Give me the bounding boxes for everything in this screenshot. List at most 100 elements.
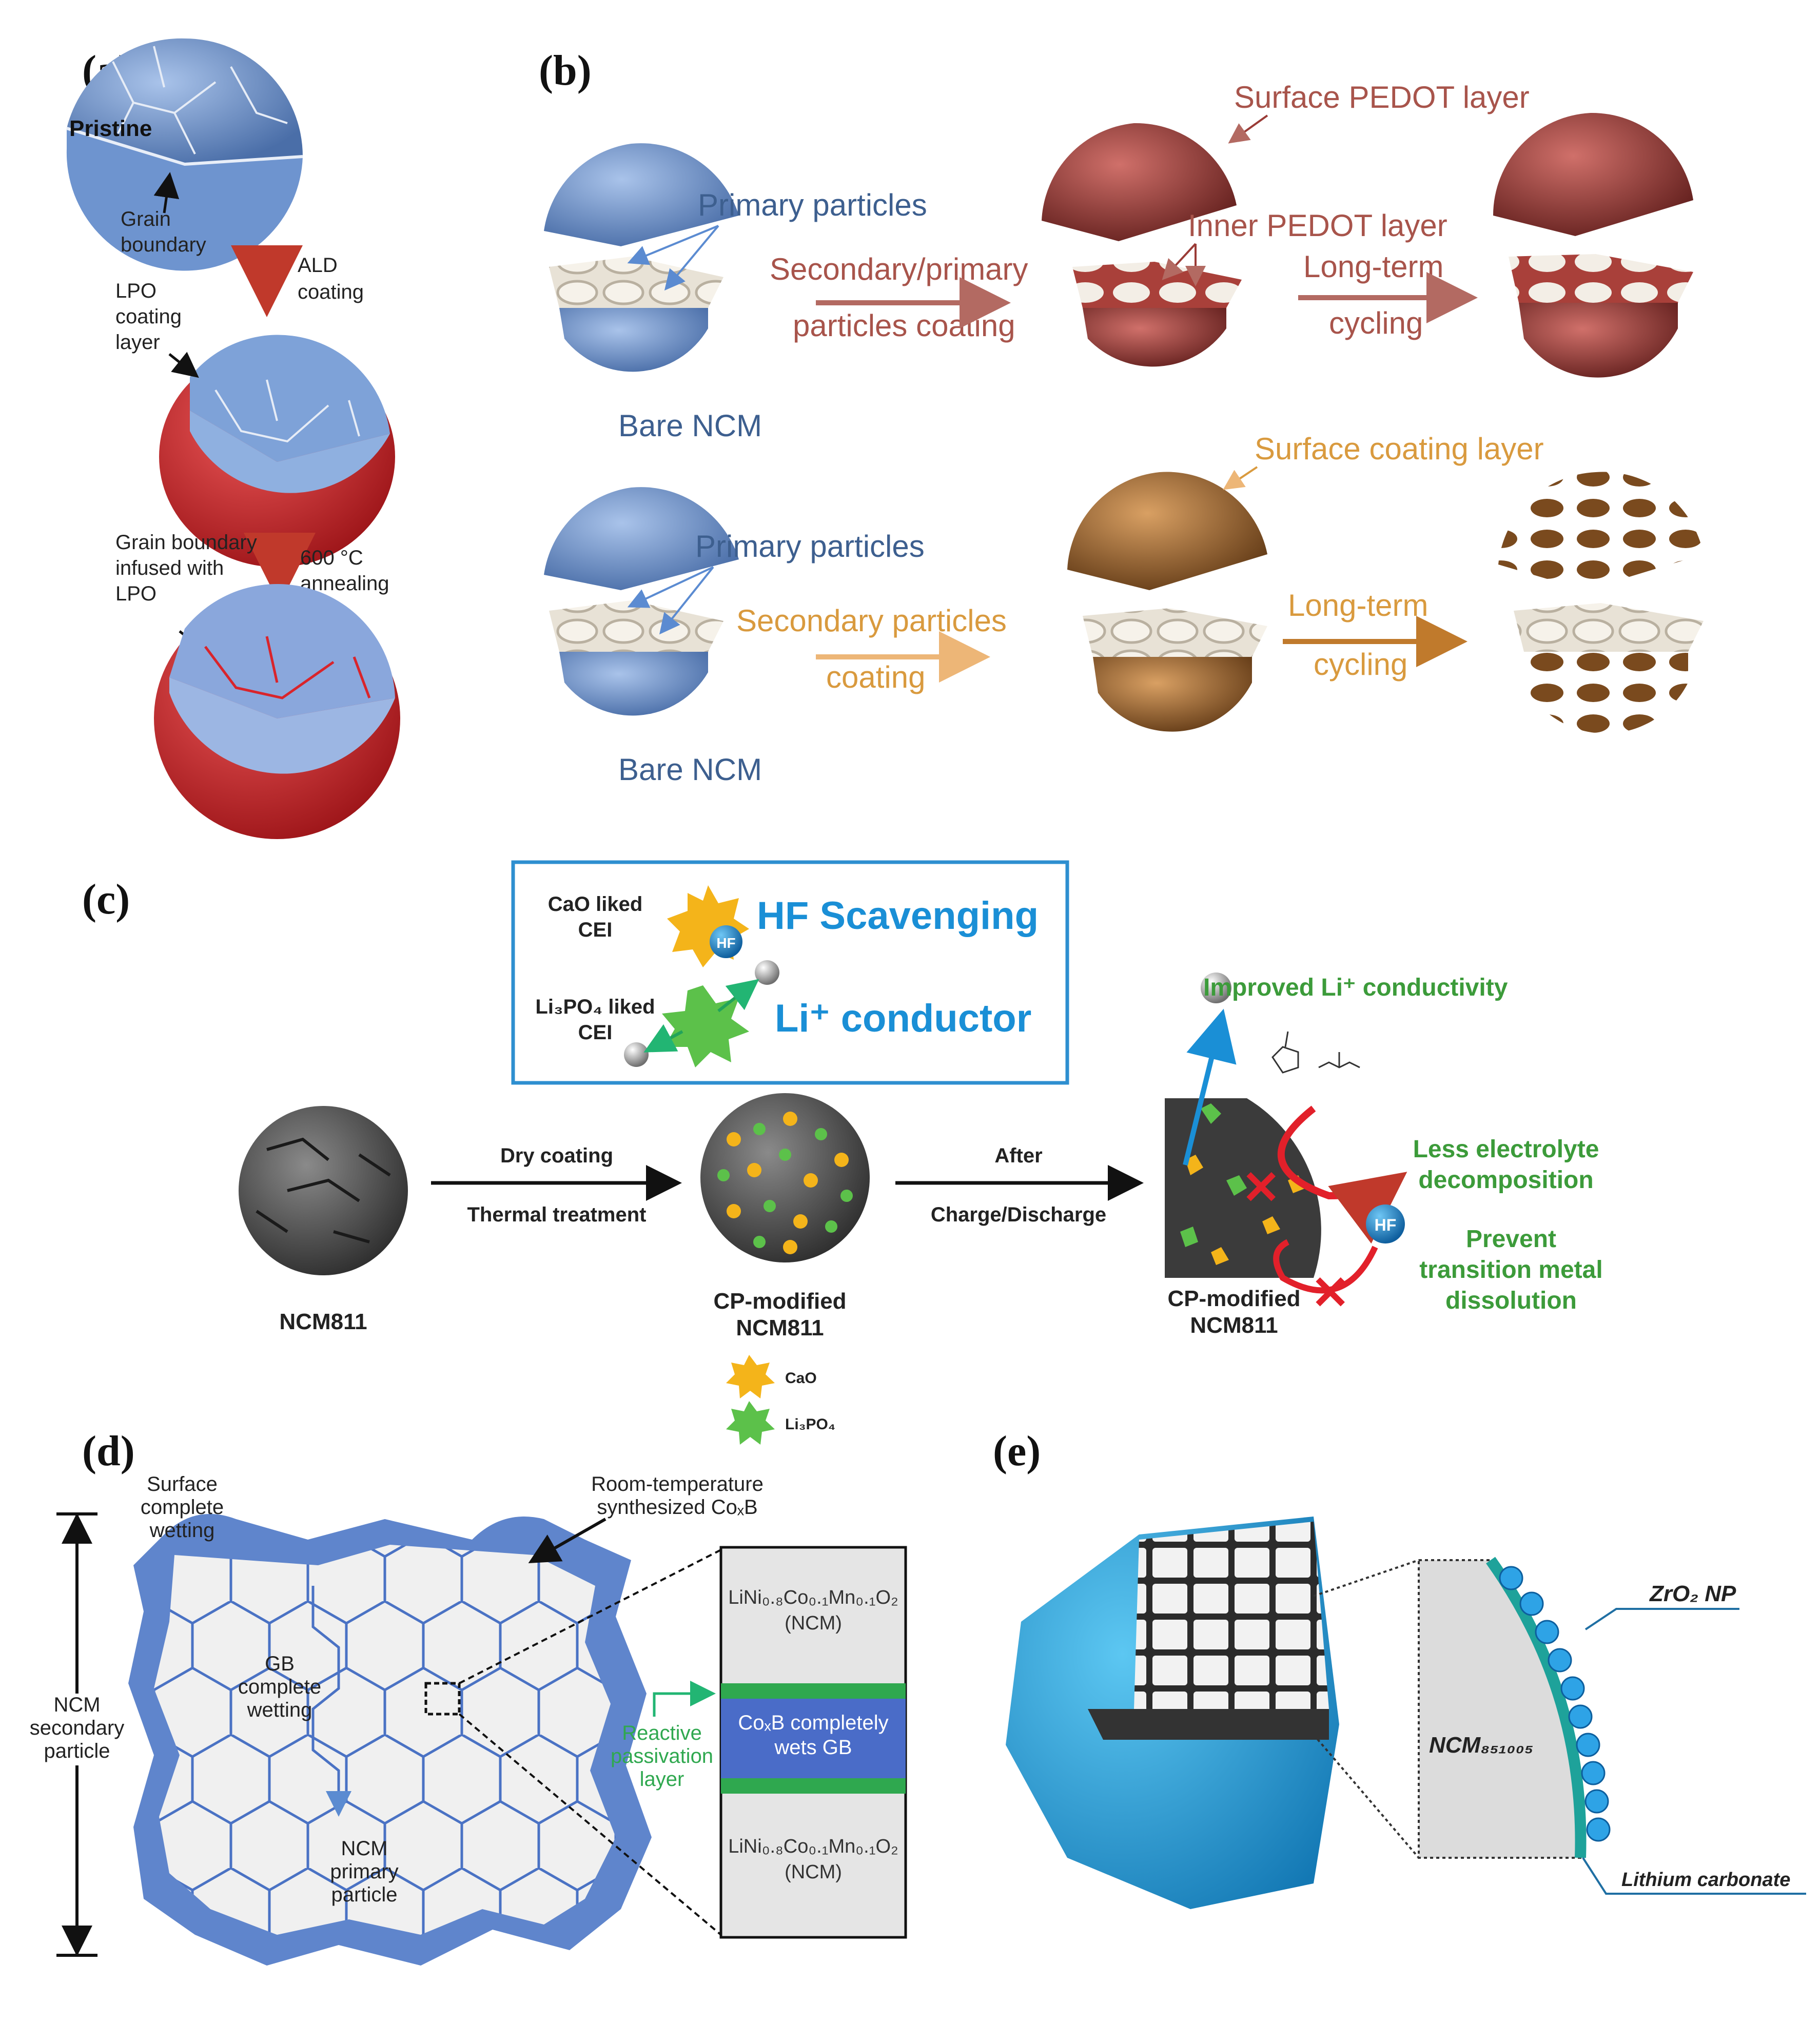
svg-text:CP-modified: CP-modified [713, 1289, 846, 1314]
svg-text:particle: particle [44, 1740, 110, 1762]
decomposition-arc [1277, 1105, 1407, 1244]
li-carbonate-layer [1486, 1557, 1587, 1858]
legend-cao-label: CaO [785, 1370, 817, 1387]
li-arrow-out [717, 979, 759, 1013]
svg-text:CaO liked: CaO liked [548, 893, 643, 916]
dry-coating-label: Dry coating [500, 1144, 613, 1167]
svg-text:infused with: infused with [115, 557, 224, 579]
cao-cei-label: CaO liked CEI [548, 893, 643, 941]
svg-text:complete: complete [141, 1496, 224, 1519]
gb-wetting-label: GB complete wetting [238, 1653, 321, 1721]
li-conductivity-arrow [1183, 1008, 1237, 1166]
ncm811-label: NCM811 [279, 1309, 367, 1334]
svg-text:Less electrolyte: Less electrolyte [1413, 1136, 1599, 1163]
ncm-abbr-bottom: (NCM) [785, 1861, 842, 1883]
hf-attack-arc [1273, 1239, 1378, 1294]
prevent-tm-label: Prevent transition metal dissolution [1419, 1226, 1602, 1314]
sphere-cutaway [1134, 1522, 1329, 1709]
surface-pedot-label: Surface PEDOT layer [1234, 80, 1530, 114]
svg-text:NCM811: NCM811 [1190, 1313, 1278, 1338]
svg-text:NCM811: NCM811 [736, 1315, 824, 1340]
cp-modified-particle [700, 1093, 870, 1262]
li-ball-icon-2 [624, 1042, 649, 1067]
thermal-treatment-label: Thermal treatment [467, 1203, 647, 1226]
coxb-wets-line2: wets GB [774, 1736, 852, 1759]
legend-cao-icon [726, 1355, 775, 1398]
svg-text:Surface: Surface [147, 1473, 218, 1495]
cp-particle-dots [717, 1112, 853, 1254]
svg-text:CP-modified: CP-modified [1167, 1286, 1300, 1311]
electrolyte-molecules [1271, 1031, 1360, 1074]
bare-ncm-label-bottom: Bare NCM [618, 752, 762, 787]
svg-text:600 °C: 600 °C [300, 547, 363, 569]
svg-text:Primary particles: Primary particles [698, 188, 927, 222]
panel-e: (e) NCM₈₅₁₀₀₅ ZrO₂ NP Lithium carbonate [993, 1427, 1806, 1909]
li-conductor-label: Li⁺ conductor [775, 997, 1031, 1040]
lpo-layer-pointer [168, 352, 199, 378]
less-decomp-label: Less electrolyte decomposition [1413, 1136, 1599, 1194]
improved-li-label: Improved Li⁺ conductivity [1203, 974, 1508, 1001]
pristine-sphere [66, 38, 303, 271]
blocked-mark-1: ✕ [1242, 1162, 1280, 1214]
svg-text:Secondary/primary: Secondary/primary [770, 252, 1028, 286]
hex-grid [154, 1545, 616, 1935]
svg-text:layer: layer [640, 1768, 684, 1791]
primary-pointer-top-2 [664, 225, 719, 291]
svg-text:NCM: NCM [53, 1694, 100, 1716]
zoom-line-top [459, 1549, 721, 1684]
svg-text:coating: coating [826, 660, 925, 694]
panel-b-label: (b) [539, 47, 592, 94]
cp-section-dots [1180, 1103, 1306, 1265]
primary-particles-label-bottom: Primary particles [695, 529, 925, 563]
primary-pointer-bottom-1 [627, 566, 714, 608]
li3po4-cei-label: Li₃PO₄ liked CEI [535, 996, 655, 1044]
cei-legend-box [511, 860, 1069, 1085]
li-ball-icon-1 [755, 960, 779, 985]
surface-coating-pointer [1223, 466, 1258, 490]
svg-text:complete: complete [238, 1676, 321, 1698]
long-term-label-top: Long-term cycling [1303, 249, 1443, 340]
svg-text:GB: GB [265, 1653, 295, 1675]
li-carbonate-label: Lithium carbonate [1621, 1869, 1790, 1891]
sec-coating-label: Secondary particles coating [736, 604, 1007, 694]
zoom-line-e-top [1313, 1559, 1419, 1597]
surface-coating-label: Surface coating layer [1255, 432, 1544, 466]
svg-text:primary: primary [330, 1860, 398, 1883]
svg-text:CEI: CEI [578, 1021, 613, 1044]
hf-ball-label-2: HF [1375, 1216, 1397, 1234]
primary-pointer-bottom-2 [659, 566, 714, 635]
ncm-secondary-label: NCM secondary particle [30, 1694, 124, 1765]
hf-scavenging-label: HF Scavenging [757, 894, 1039, 938]
passivation-top [721, 1683, 906, 1699]
ncm-formula-bottom: LiNi₀.₈Co₀.₁Mn₀.₁O₂ [728, 1836, 898, 1857]
infused-sphere [154, 584, 400, 839]
long-term-label-bottom: Long-term cycling [1288, 588, 1428, 682]
inner-pedot-pointer-1 [1162, 243, 1197, 280]
svg-text:layer: layer [115, 331, 160, 354]
reactive-layer-label: Reactive passivation layer [611, 1722, 713, 1791]
svg-text:Grain: Grain [121, 208, 171, 230]
grain-boundary-label: Grain boundary [121, 208, 206, 256]
svg-text:particle: particle [331, 1883, 398, 1906]
panel-c-label: (c) [82, 876, 130, 923]
reactive-layer-pointer [653, 1681, 716, 1717]
blocked-mark-2: ✕ [1311, 1268, 1349, 1319]
ncm-formula-top: LiNi₀.₈Co₀.₁Mn₀.₁O₂ [728, 1587, 898, 1608]
svg-text:LPO: LPO [115, 280, 156, 302]
cp-modified-label: CP-modified NCM811 [713, 1289, 846, 1340]
panel-a: (a) Pristine Grain boundary ALD coating … [66, 38, 400, 839]
svg-text:coating: coating [298, 281, 364, 303]
coxb-wets-line1: CoₓB completely [738, 1712, 888, 1734]
inner-pedot-label: Inner PEDOT layer [1188, 208, 1447, 243]
bare-ncm-sphere-bottom [544, 487, 739, 716]
pedot-sphere-1 [1042, 123, 1242, 367]
ald-coating-label: ALD coating [298, 254, 364, 303]
zoom-box-e [1418, 1559, 1582, 1859]
lpo-coated-sphere [159, 335, 395, 567]
panel-b: (b) Primary particles Bare NCM Secondary… [539, 47, 1704, 787]
ncm811-texture [256, 1137, 391, 1243]
coated-sphere-bottom [1067, 472, 1267, 732]
svg-text:NCM: NCM [341, 1837, 387, 1860]
svg-text:Long-term: Long-term [1288, 588, 1428, 623]
